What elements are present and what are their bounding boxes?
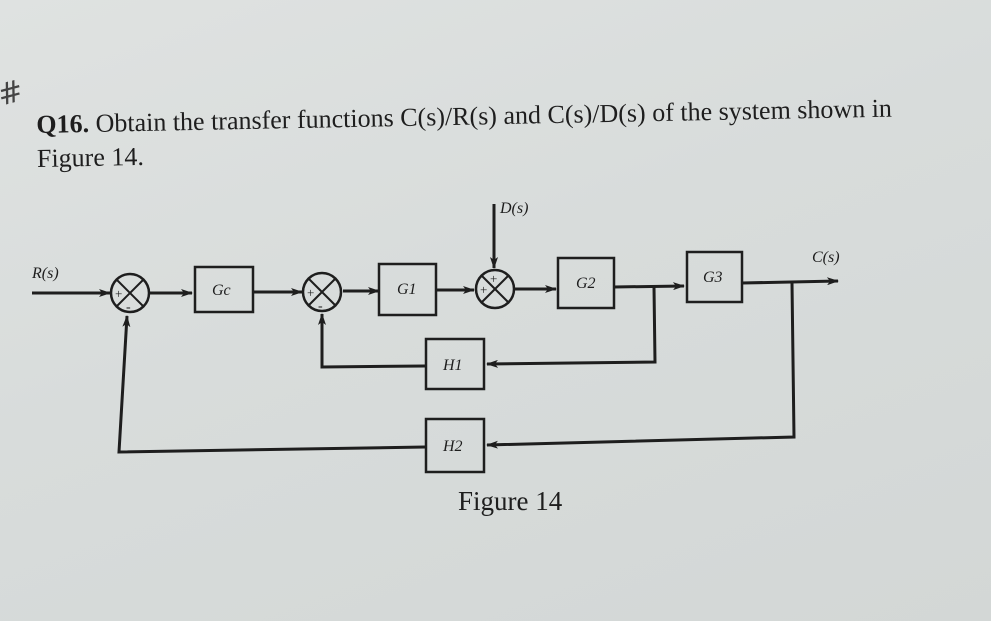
- block-g1: G1: [377, 262, 438, 317]
- svg-text:+: +: [490, 271, 497, 286]
- svg-text:+: +: [307, 285, 314, 300]
- output-label: C(s): [812, 249, 840, 266]
- block-g2: G2: [556, 256, 616, 310]
- summing-junction-2: + -: [301, 271, 343, 314]
- block-h2: H2: [424, 417, 486, 474]
- summing-junction-3: + +: [474, 268, 516, 310]
- svg-text:G2: G2: [576, 275, 596, 292]
- svg-text:G1: G1: [397, 281, 417, 298]
- svg-text:-: -: [126, 300, 131, 315]
- svg-text:H2: H2: [442, 438, 463, 455]
- svg-text:G3: G3: [703, 269, 723, 286]
- block-gc: Gc: [193, 265, 255, 314]
- block-h1: H1: [424, 337, 486, 391]
- svg-text:Gc: Gc: [212, 282, 231, 299]
- disturbance-label: D(s): [499, 200, 528, 217]
- svg-text:-: -: [318, 299, 323, 314]
- block-g3: G3: [685, 250, 744, 304]
- input-label: R(s): [31, 265, 59, 282]
- summing-junction-1: + -: [109, 272, 151, 315]
- figure-caption: Figure 14: [458, 486, 563, 516]
- svg-text:+: +: [480, 282, 487, 297]
- svg-text:+: +: [115, 286, 122, 301]
- svg-text:H1: H1: [442, 357, 463, 374]
